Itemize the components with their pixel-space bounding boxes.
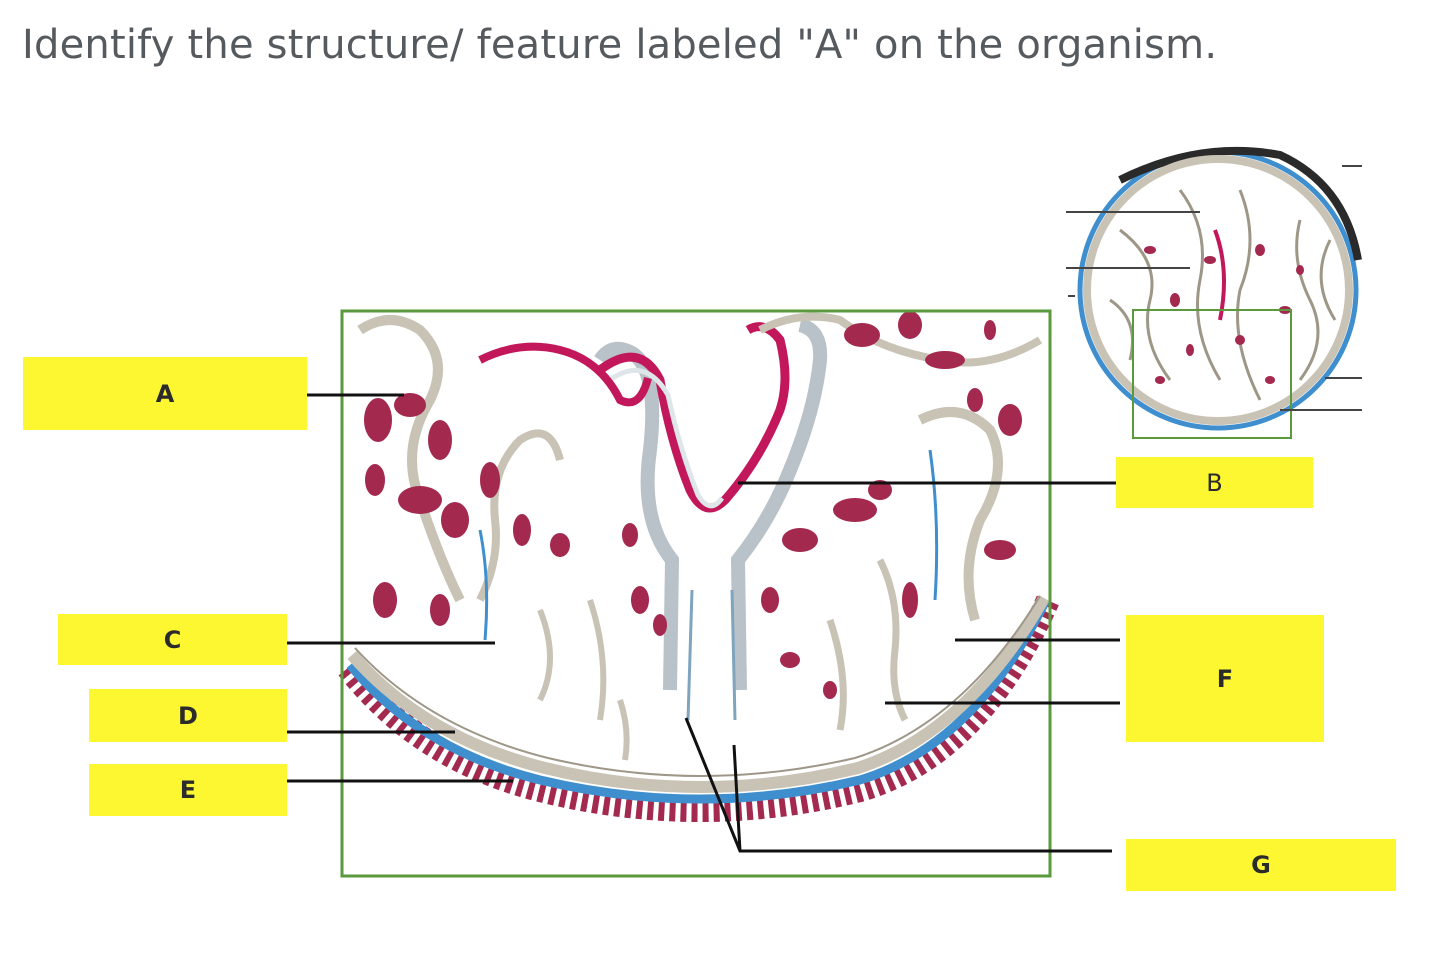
label-c-text: C xyxy=(163,625,182,654)
label-box-c: C xyxy=(58,614,287,665)
label-f-text: F xyxy=(1216,664,1234,693)
whole-cross-section xyxy=(1066,146,1362,439)
label-b-text: B xyxy=(1206,468,1223,497)
leader-lines xyxy=(287,393,1120,853)
label-box-a: A xyxy=(23,357,307,430)
magnified-section xyxy=(338,311,1059,822)
label-box-g: G xyxy=(1126,839,1396,891)
label-g-text: G xyxy=(1251,851,1271,879)
zoom-region-box xyxy=(1132,309,1292,439)
label-box-b: B xyxy=(1116,457,1313,508)
label-box-f: F xyxy=(1126,615,1324,742)
tissue-blobs xyxy=(364,311,1022,699)
label-box-e: E xyxy=(89,764,287,816)
label-box-d: D xyxy=(89,689,287,742)
leader-line-g2 xyxy=(732,744,742,852)
inset-frame xyxy=(340,309,1052,878)
label-d-text: D xyxy=(178,701,198,730)
label-a-text: A xyxy=(155,379,175,408)
question-text: Identify the structure/ feature labeled … xyxy=(22,22,1218,68)
label-e-text: E xyxy=(179,776,197,804)
